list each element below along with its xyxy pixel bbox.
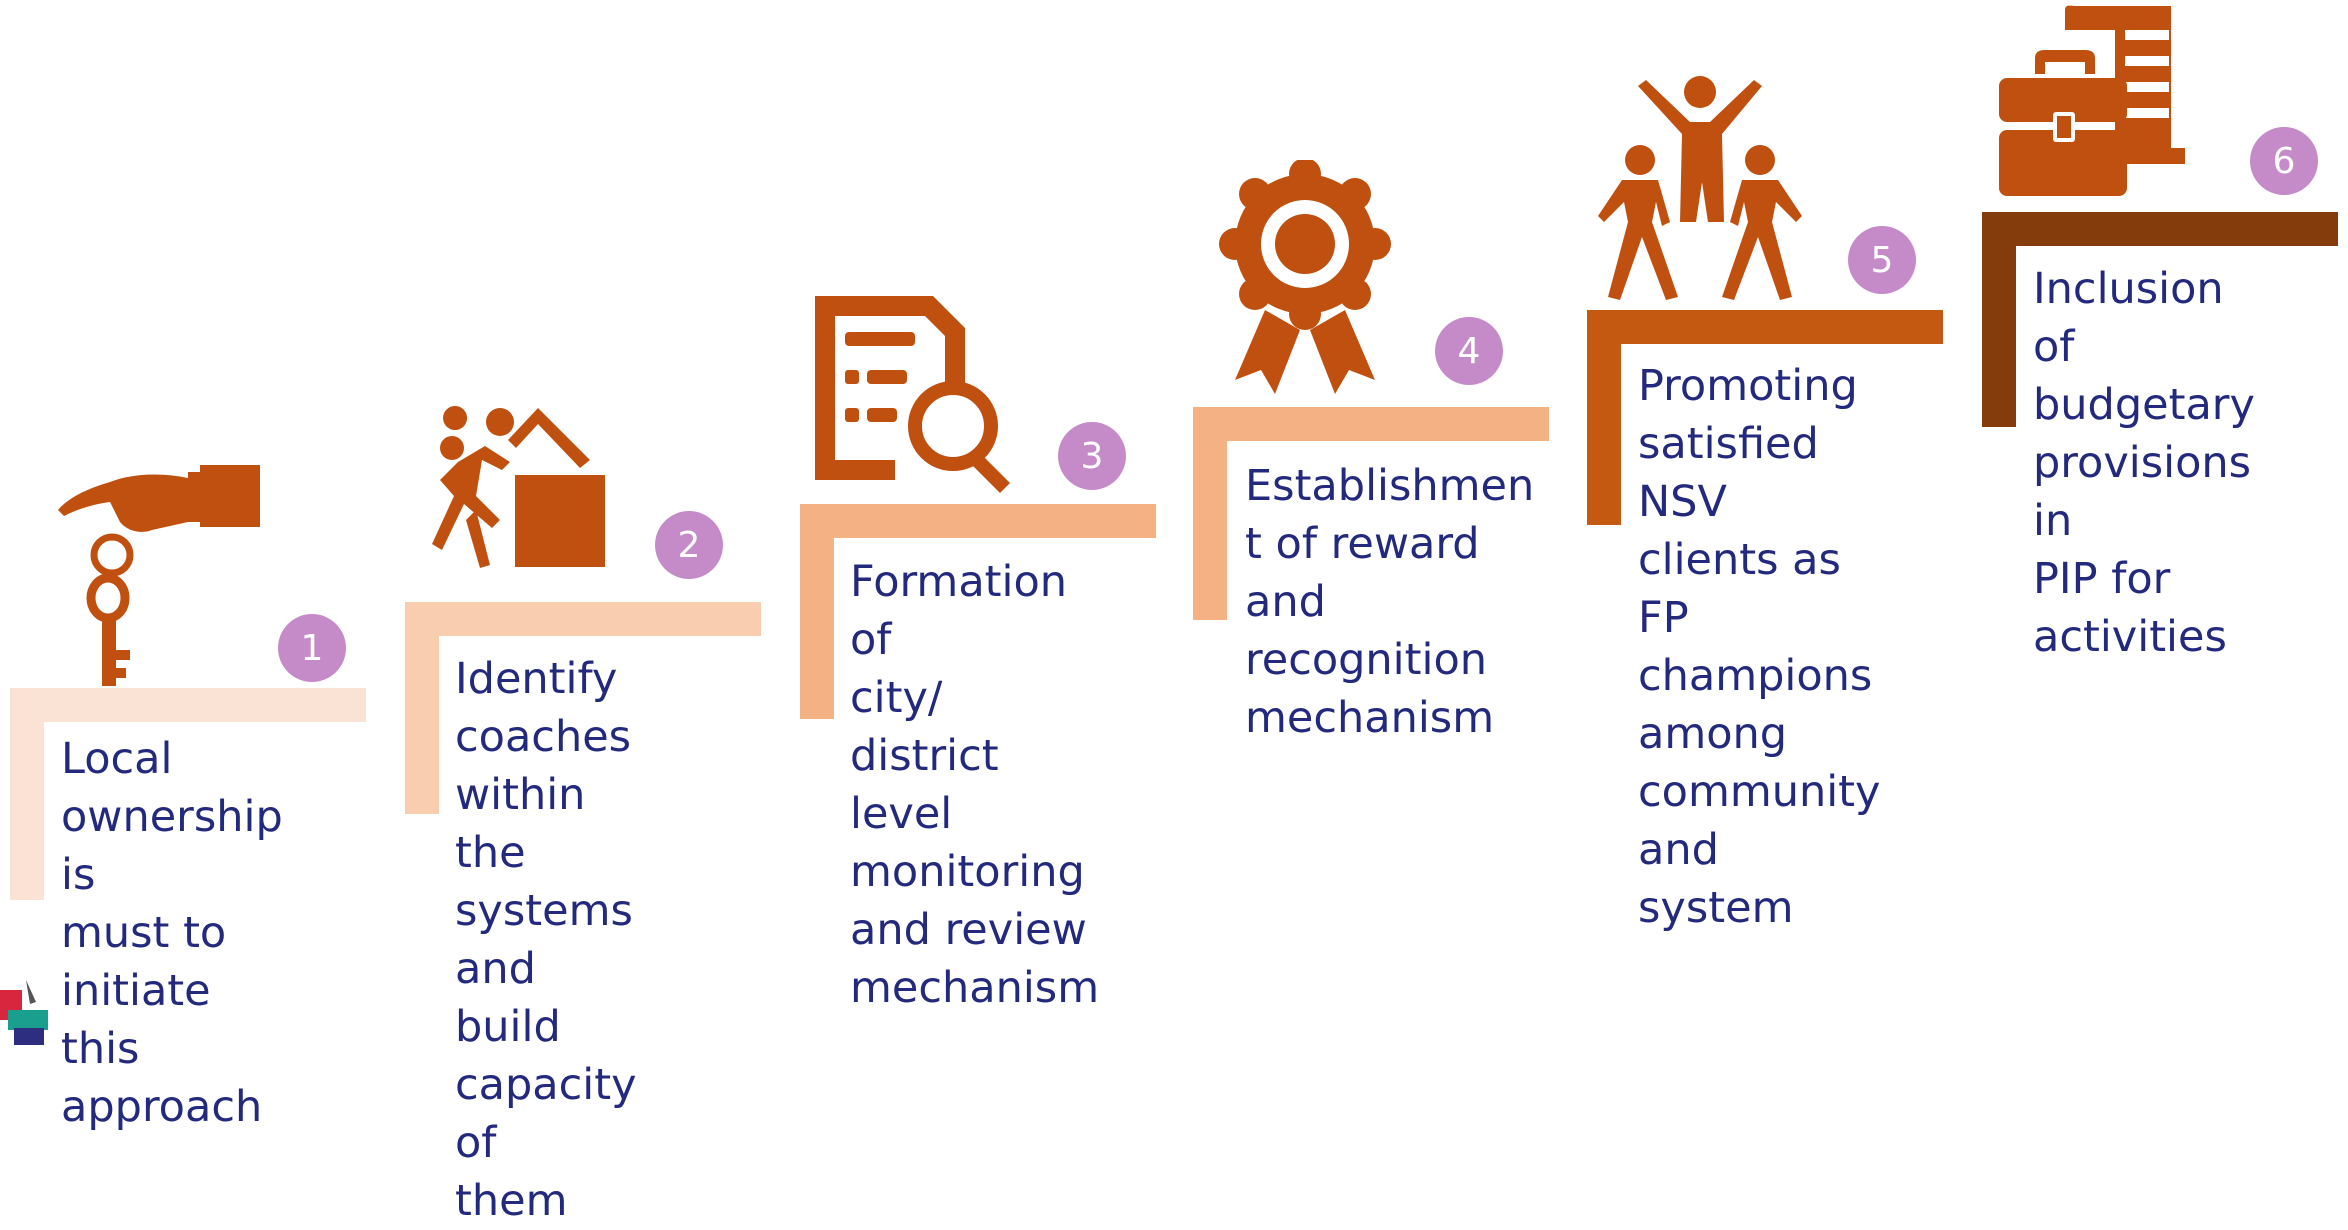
briefcase-document-icon [1999, 5, 2185, 196]
step-1-label: Local ownership is must to initiate this… [61, 734, 283, 1132]
logo-icon [0, 980, 48, 1045]
champions-people-icon [1598, 76, 1802, 300]
step-5-tread [1587, 310, 1943, 344]
step-4-badge: 4 [1435, 317, 1503, 385]
key-hand-icon [58, 465, 260, 686]
step-2-riser [405, 602, 439, 814]
step-4-label: Establishmen t of reward and recognition… [1245, 461, 1535, 743]
step-2-label: Identify coaches within the systems and … [455, 654, 637, 1226]
document-search-icon [815, 296, 1010, 493]
step-1-badge: 1 [278, 614, 346, 682]
step-6-riser [1982, 212, 2016, 427]
step-3-badge: 3 [1058, 422, 1126, 490]
step-3-tread [800, 504, 1156, 538]
award-ribbon-icon [1219, 160, 1391, 394]
step-5-label: Promoting satisfied NSV clients as FP ch… [1638, 361, 1881, 933]
step-5-badge: 5 [1848, 226, 1916, 294]
step-6-badge: 6 [2250, 127, 2318, 195]
step-6-label: Inclusion of budgetary provisions in PIP… [2033, 264, 2255, 662]
step-3-riser [800, 504, 834, 719]
step-6-tread [1982, 212, 2338, 246]
step-1-riser [10, 688, 44, 900]
step-4-riser [1193, 407, 1227, 620]
step-2-badge: 2 [655, 511, 723, 579]
step-4-tread [1193, 407, 1549, 441]
coach-climb-icon [432, 406, 605, 568]
step-5-riser [1587, 310, 1621, 525]
step-2-tread [405, 602, 761, 636]
step-3-label: Formation of city/ district level monito… [850, 557, 1100, 1013]
step-1-tread [10, 688, 366, 722]
